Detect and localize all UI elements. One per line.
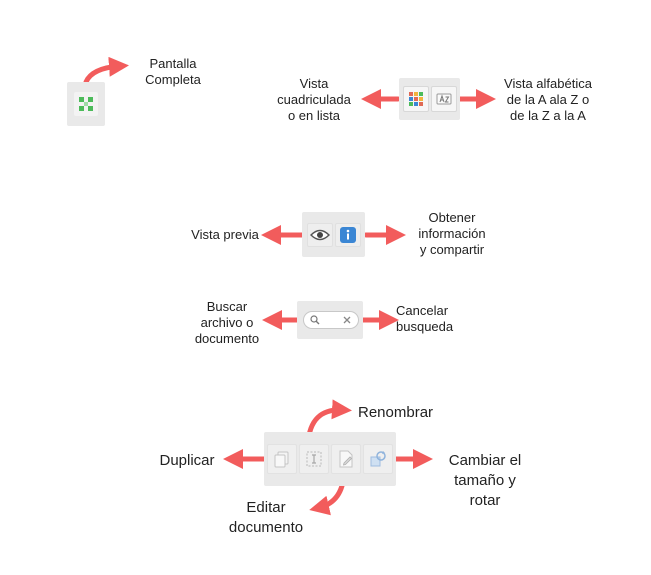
arrow-fullscreen xyxy=(83,56,129,85)
rename-icon xyxy=(306,451,322,467)
search-input[interactable] xyxy=(303,311,359,329)
label-duplicate: Duplicar xyxy=(159,452,215,469)
label-cancel-search: Cancelar busqueda xyxy=(396,303,454,334)
alphabetical-view-button[interactable] xyxy=(430,86,457,112)
duplicate-icon xyxy=(274,451,289,468)
label-edit-document: Editar documento xyxy=(228,499,304,536)
label-fullscreen: Pantalla Completa xyxy=(145,56,201,87)
edit-document-button[interactable] xyxy=(331,444,361,474)
resize-rotate-icon xyxy=(370,451,386,467)
resize-rotate-button[interactable] xyxy=(363,444,393,474)
label-alphabetical-view: Vista alfabética de la A ala Z o de la Z… xyxy=(504,76,592,123)
label-info-share: Obtener información y compartir xyxy=(418,210,486,257)
edit-toolbar xyxy=(264,432,396,486)
alphabetical-sort-icon xyxy=(436,93,451,105)
info-button[interactable] xyxy=(334,222,361,247)
label-search: Buscar archivo o documento xyxy=(194,299,260,346)
close-icon[interactable] xyxy=(342,315,352,325)
label-grid-view: Vista cuadriculada o en lista xyxy=(277,76,351,123)
duplicate-button[interactable] xyxy=(267,444,297,474)
info-icon xyxy=(339,226,356,243)
grid-icon xyxy=(408,92,423,106)
fullscreen-arrows-icon xyxy=(79,97,93,111)
preview-info-toolbar xyxy=(302,212,365,257)
fullscreen-toolbar xyxy=(67,82,105,126)
edit-document-icon xyxy=(339,450,353,468)
search-icon xyxy=(310,315,320,325)
fullscreen-button[interactable] xyxy=(74,92,98,116)
grid-view-button[interactable] xyxy=(402,86,429,112)
label-preview: Vista previa xyxy=(191,227,259,242)
preview-button[interactable] xyxy=(306,222,333,247)
label-rename: Renombrar xyxy=(358,404,434,421)
view-toolbar xyxy=(399,78,460,120)
label-resize-rotate: Cambiar el tamaño y rotar xyxy=(448,452,522,509)
rename-button[interactable] xyxy=(299,444,329,474)
eye-icon xyxy=(309,229,330,240)
